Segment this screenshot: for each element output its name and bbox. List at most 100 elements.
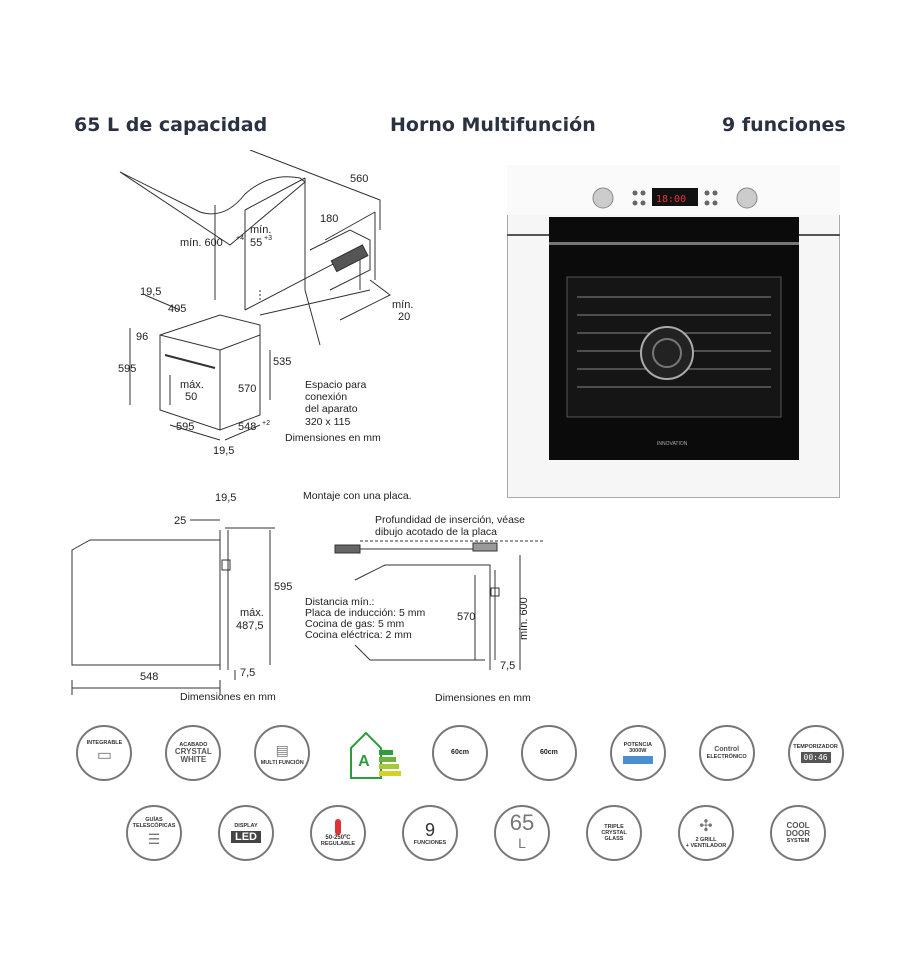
side-units: Dimensiones en mm [180,691,276,703]
dim-595-left: 595 [118,363,136,375]
crystal-white-label-3: WHITE [180,755,207,764]
dim-min-55-value: 55 [250,237,262,249]
distance-4: Cocina eléctrica: 2 mm [305,629,412,641]
dim-min-55-sup: +3 [264,235,272,242]
right-knob [736,187,758,209]
cool-door-label-3: SYSTEM [786,838,810,844]
dim-max-50-value: 50 [185,391,197,403]
distance-2: Placa de inducción: 5 mm [305,607,425,619]
multifuncion-icon: ▤ MULTI FUNCIÓN [254,725,311,781]
side-dim-595: 595 [274,581,292,593]
display-led-icon: DISPLAY LED [218,805,274,861]
oven-photo: 18:00 INNOVATION [507,165,840,498]
units-top: Dimensiones en mm [285,432,381,444]
grill-label-2: + VENTILADOR [685,843,727,849]
dim-548-sup: +2 [262,420,270,427]
side-diagram: 19,5 25 595 máx. 487,5 7,5 548 Dimension… [71,492,292,703]
dim-min-600-sup: +4 [236,235,244,242]
temporizador-label: TEMPORIZADOR [793,743,838,750]
nine-functions-icon: 9 FUNCIONES [402,805,458,861]
potencia-icon: POTENCIA 3000W [609,725,666,781]
guias-label-1: GUÍAS [145,817,163,823]
capacity-65-unit: L [518,835,526,851]
side-dim-25: 25 [174,515,186,527]
dim-595-bottom: 595 [176,421,194,433]
dim-535: 535 [273,356,291,368]
temporizador-icon: TEMPORIZADOR 00:46 [787,725,844,781]
dim-96: 96 [136,331,148,343]
grill-label-1: 2 GRILL [695,837,717,843]
dim-405: 405 [168,303,186,315]
display-label-1: DISPLAY [234,823,258,829]
integrable-icon: INTEGRABLE ▭ [76,725,133,781]
dim-19-5-top: 19,5 [140,286,161,298]
hob-units: Dimensiones en mm [435,692,531,704]
potencia-label-1: POTENCIA [623,742,652,748]
crystal-white-label-1: ACABADO [179,742,208,748]
height-60-icon: 60cm [432,725,488,781]
crystal-white-icon: ACABADO CRYSTAL WHITE [165,725,222,781]
width-60-icon: 60cm [520,725,577,781]
multifuncion-label: MULTI FUNCIÓN [260,760,304,766]
dim-min-20-label: mín. [392,299,413,311]
guias-label-2: TELESCÓPICAS [132,823,176,829]
display-panel [652,188,698,206]
feature-icons: INTEGRABLE ▭ ACABADO CRYSTAL WHITE ▤ MUL… [60,716,860,870]
triple-label-3: GLASS [604,836,624,842]
integrable-label: INTEGRABLE [86,740,123,746]
dim-19-5-bottom: 19,5 [213,445,234,457]
space-note-2: conexión [305,391,347,403]
height-60-label: 60cm [451,749,469,756]
distance-1: Distancia mín.: [305,596,374,608]
hob-dim-570: 570 [457,611,475,623]
capacity-65-number: 65 [509,810,535,835]
space-note-3: del aparato [305,403,358,415]
dim-min-55-label: mín. [250,224,271,236]
left-knob [592,187,614,209]
side-dim-19-5: 19,5 [215,492,236,504]
hob-dim-7-5: 7,5 [500,660,515,672]
installation-diagram-top: 560 mín. 600 +4 mín. 55 +3 180 mín. 20 1… [118,150,413,457]
side-dim-max-label: máx. [240,607,264,619]
capacity-heading: 65 L de capacidad [74,114,268,136]
triple-label-2: CRYSTAL [601,830,627,836]
dim-min-600: mín. 600 [180,237,223,249]
dim-180: 180 [320,213,338,225]
triple-label-1: TRIPLE [604,824,624,830]
space-note-1: Espacio para [305,379,366,391]
energy-class-icon: A [341,723,403,783]
feature-icons-row-1: INTEGRABLE ▭ ACABADO CRYSTAL WHITE ▤ MUL… [60,716,860,790]
dim-548: 548 [238,421,256,433]
space-note-4: 320 x 115 [305,416,351,428]
control-electronico-icon: Control ELECTRÓNICO [698,725,755,781]
capacity-65-icon: 65 L [494,805,550,861]
side-dim-548: 548 [140,671,158,683]
crystal-white-label-2: CRYSTAL [174,747,212,756]
dim-min-20-value: 20 [398,311,410,323]
potencia-label-2: 3000W [629,748,647,754]
depth-note-1: Profundidad de inserción, véase [375,514,525,526]
distance-3: Cocina de gas: 5 mm [305,618,404,630]
guias-icon: GUÍAS TELESCÓPICAS ☰ [126,805,182,861]
cool-door-label-1: COOL [786,821,810,830]
triple-glass-icon: TRIPLE CRYSTAL GLASS [586,805,642,861]
width-60-label: 60cm [539,749,558,756]
energy-class-letter: A [358,753,370,770]
depth-note-2: dibujo acotado de la placa [375,526,497,538]
product-heading: Horno Multifunción [390,114,596,136]
grill-ventilador-icon: ✣ 2 GRILL + VENTILADOR [678,805,734,861]
functions-heading: 9 funciones [722,114,846,136]
dim-max-50-label: máx. [180,379,204,391]
brand-label: INNOVATION [657,441,688,447]
cool-door-label-2: DOOR [786,829,810,838]
hob-title: Montaje con una placa. [303,490,412,502]
temperature-label-2: REGULABLE [320,841,356,847]
dim-570: 570 [238,383,256,395]
side-dim-max-value: 487,5 [236,620,264,632]
temperature-icon: 50-250ºC REGULABLE [310,805,366,861]
temperature-label-1: 50-250ºC [325,835,351,841]
nine-functions-number: 9 [424,820,435,840]
temporizador-value: 00:46 [800,751,831,763]
control-label-1: Control [714,746,740,753]
cool-door-icon: COOL DOOR SYSTEM [770,805,826,861]
